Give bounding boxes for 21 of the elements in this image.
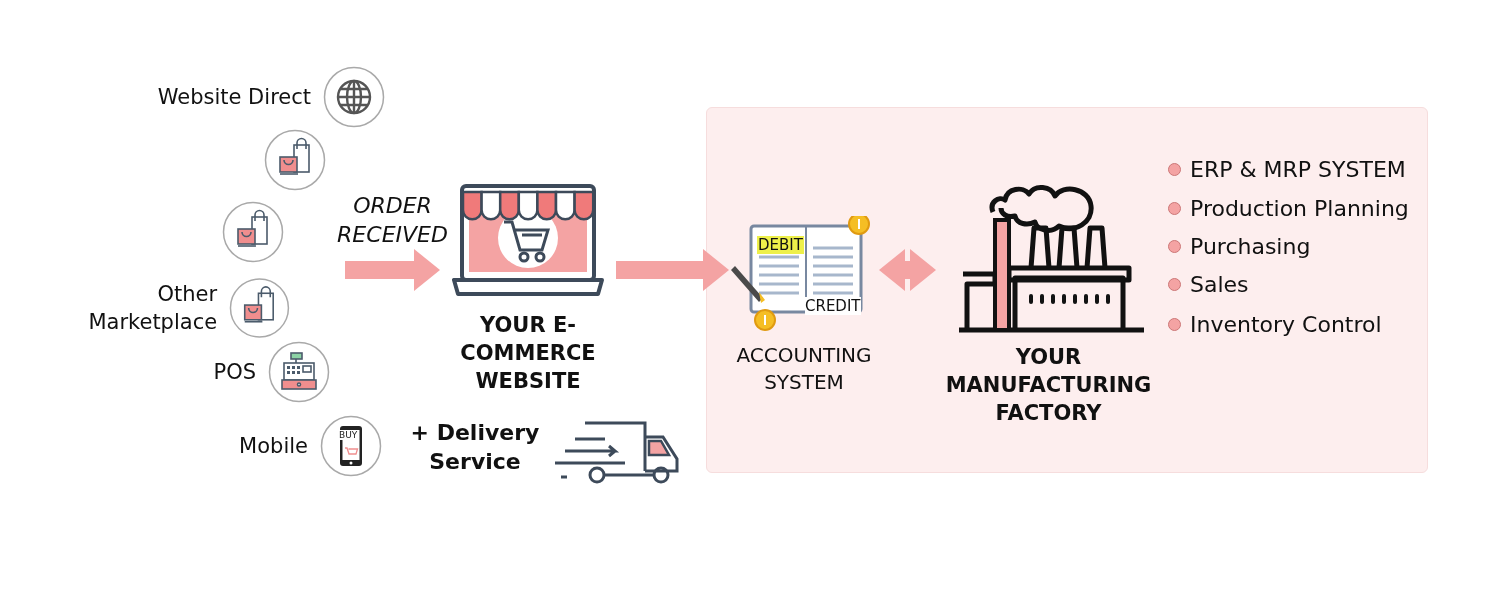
arrow xyxy=(345,249,440,291)
arrow xyxy=(616,249,729,291)
list-item: Sales xyxy=(1190,272,1249,297)
service-label: + Delivery Service xyxy=(409,418,541,476)
channel-label: POS xyxy=(213,358,256,386)
channel-label: Other Marketplace xyxy=(87,280,218,336)
button-text: BUY xyxy=(339,430,358,440)
ledger-heading: DEBIT xyxy=(757,236,804,254)
ledger-heading: CREDIT xyxy=(805,297,861,315)
list-item: Production Planning xyxy=(1190,196,1409,221)
node-title: YOUR MANUFACTURING FACTORY xyxy=(944,344,1153,427)
edge-label: ORDER RECEIVED xyxy=(336,192,449,249)
panel-background xyxy=(706,107,1428,473)
node-title: YOUR E-COMMERCE WEBSITE xyxy=(459,312,597,395)
arrow xyxy=(879,249,936,291)
channel-label: Mobile xyxy=(239,432,308,460)
channel-label: Website Direct xyxy=(157,83,311,111)
list-item: Inventory Control xyxy=(1190,312,1382,337)
list-item: ERP & MRP SYSTEM xyxy=(1190,157,1406,182)
system-label: ACCOUNTING SYSTEM xyxy=(735,342,873,396)
list-item: Purchasing xyxy=(1190,234,1311,259)
